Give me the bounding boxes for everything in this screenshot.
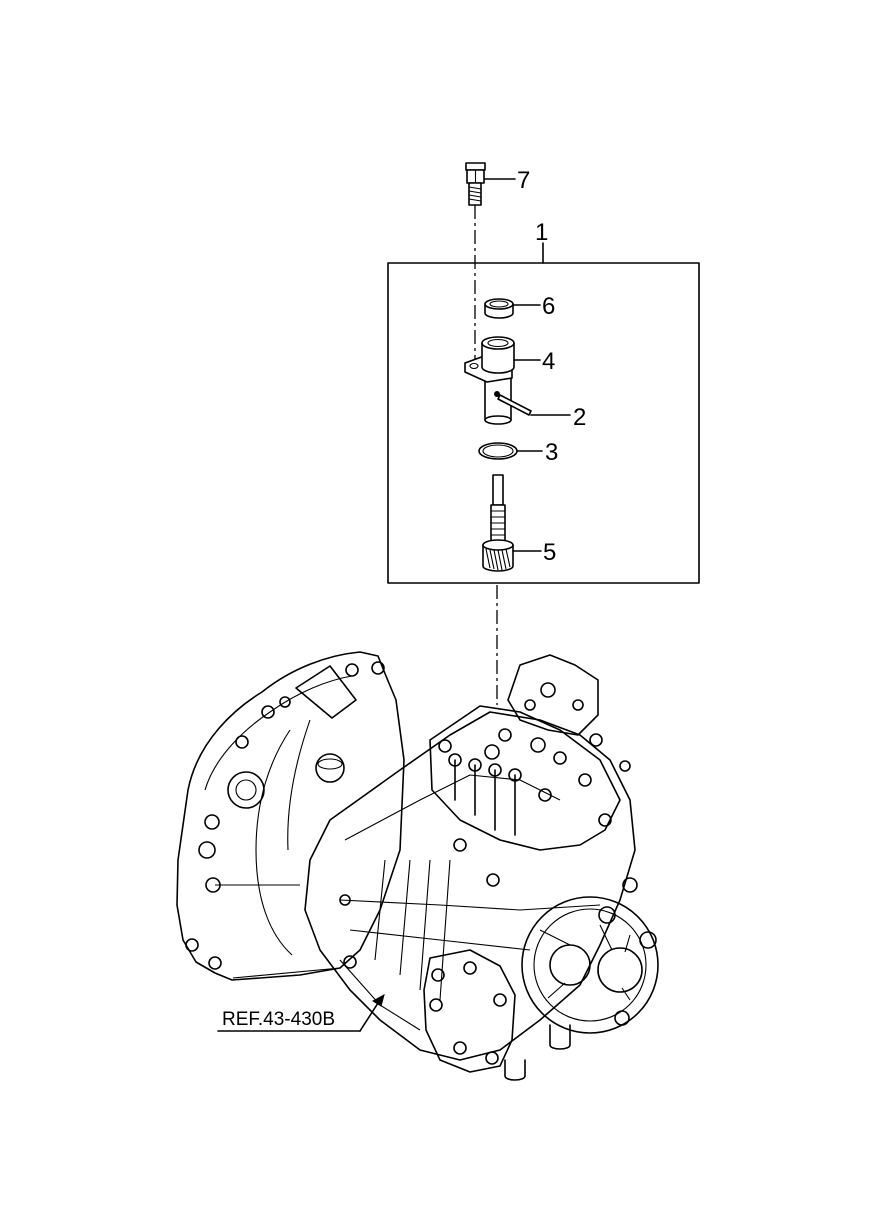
transaxle-drawing [176, 651, 659, 1081]
callout-assembly: 1 [535, 219, 548, 246]
callout-pin: 2 [573, 404, 586, 431]
reference-label: REF.43-430B [222, 1009, 335, 1030]
o-ring-part [478, 442, 543, 460]
callout-cap: 6 [542, 293, 555, 320]
pin-part [497, 394, 571, 416]
callout-o-ring: 3 [545, 439, 558, 466]
callout-housing: 4 [542, 348, 555, 375]
reference-callout [217, 993, 385, 1032]
callout-bolt: 7 [517, 167, 530, 194]
cap-part [484, 298, 541, 319]
driven-gear-part [482, 474, 542, 572]
centerline [474, 205, 498, 705]
housing-part [464, 336, 541, 425]
callout-driven-gear: 5 [543, 539, 556, 566]
bolt-part [465, 162, 516, 206]
